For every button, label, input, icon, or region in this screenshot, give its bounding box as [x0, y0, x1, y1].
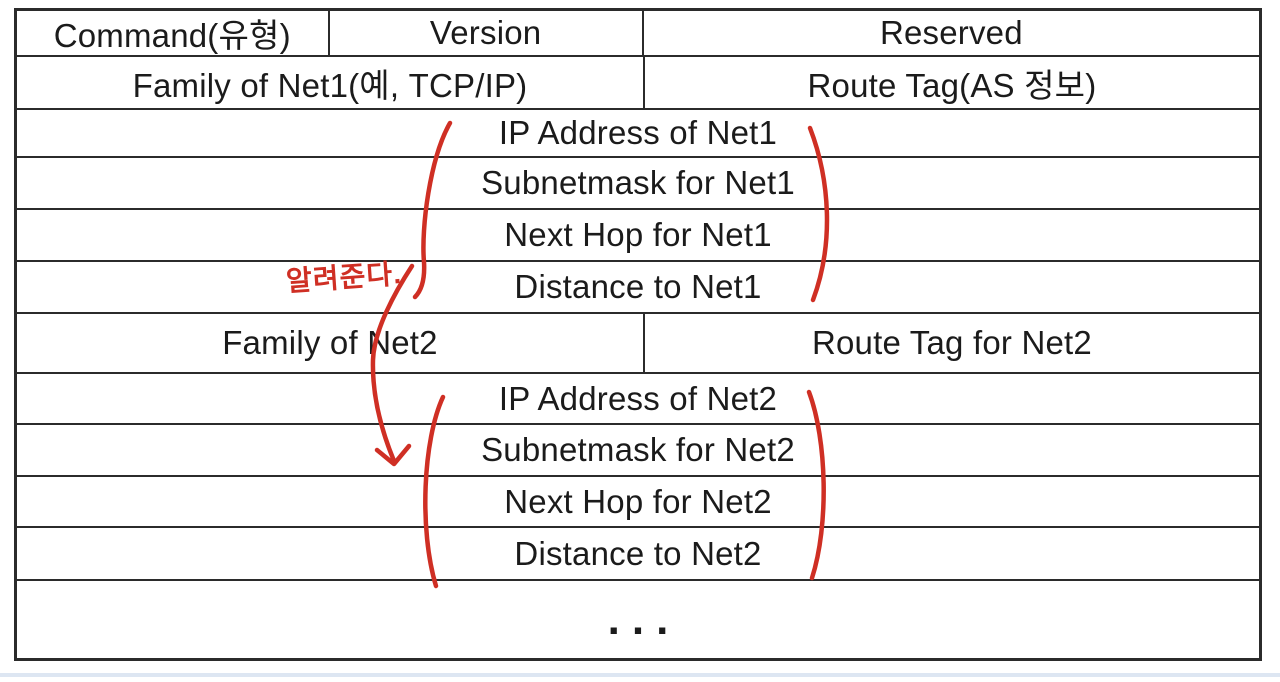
cell-version: Version	[327, 11, 642, 55]
cell-subnetmask-net1: Subnetmask for Net1	[481, 164, 795, 201]
cell-distance-net1: Distance to Net1	[514, 268, 762, 305]
cell-distance-net2: Distance to Net2	[514, 534, 762, 572]
table-row-net1-family: Family of Net1(예, TCP/IP) Route Tag(AS 정…	[17, 57, 1259, 110]
cell-route-tag-net2: Route Tag for Net2	[642, 314, 1259, 372]
cell-family-net1: Family of Net1(예, TCP/IP)	[132, 66, 528, 104]
table-row-header: Command(유형) Version Reserved	[17, 11, 1259, 57]
table-row-subnetmask-net1: Subnetmask for Net1	[17, 158, 1259, 210]
table-row-net2-family: Family of Net2 Route Tag for Net2	[17, 314, 1259, 374]
cell-next-hop-net1: Next Hop for Net1	[504, 216, 772, 253]
table-row-subnetmask-net2: Subnetmask for Net2	[17, 425, 1259, 477]
cell-ellipsis: ...	[607, 594, 681, 644]
cell-subnetmask-net2: Subnetmask for Net2	[481, 431, 795, 468]
cell-route-tag-net1: Route Tag(AS 정보)	[642, 57, 1259, 108]
handwritten-note: 알려준다.	[285, 257, 403, 297]
cell-ip-address-net1: IP Address of Net1	[498, 114, 778, 151]
cell-command: Command(유형)	[53, 17, 291, 54]
cell-ip-address-net2: IP Address of Net2	[498, 379, 778, 417]
cell-next-hop-net2: Next Hop for Net2	[504, 482, 772, 520]
table-row-nexthop-net2: Next Hop for Net2	[17, 477, 1259, 528]
table-row-distance-net1: Distance to Net1	[17, 262, 1259, 314]
cell-family-net2: Family of Net2	[222, 324, 438, 361]
bottom-window-edge	[0, 673, 1280, 677]
table-row-ip-net1: IP Address of Net1	[17, 110, 1259, 158]
table-row-nexthop-net1: Next Hop for Net1	[17, 210, 1259, 262]
cell-reserved: Reserved	[641, 11, 1259, 55]
table-row-ellipsis: ...	[17, 581, 1259, 658]
message-format-table: Command(유형) Version Reserved Family of N…	[14, 8, 1262, 661]
table-row-distance-net2: Distance to Net2	[17, 528, 1259, 581]
table-row-ip-net2: IP Address of Net2	[17, 374, 1259, 425]
